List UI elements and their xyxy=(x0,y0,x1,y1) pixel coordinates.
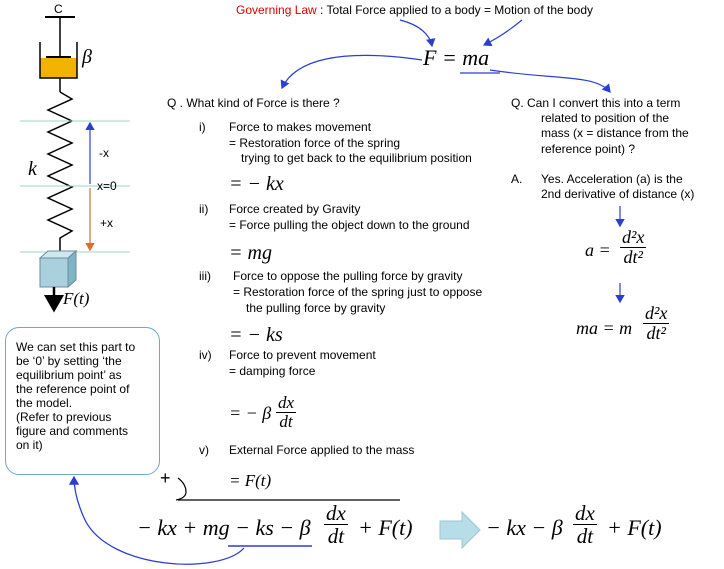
governing-law-text: Total Force applied to a body = Motion o… xyxy=(326,3,594,17)
item3-line1: Force to oppose the pulling force by gra… xyxy=(233,269,463,283)
governing-law-line: Governing Law : Total Force applied to a… xyxy=(236,3,593,17)
answer-line2: 2nd derivative of distance (x) xyxy=(541,187,695,201)
spring-constant-label: k xyxy=(28,158,37,180)
item5-num: v) xyxy=(199,443,209,457)
question2-line2: related to position of the xyxy=(541,111,670,125)
mass-side xyxy=(67,249,77,289)
sum-right-prefix: − kx − β xyxy=(486,515,563,540)
force-fraction-num: d²x xyxy=(643,303,670,324)
neg-x-label: -x xyxy=(99,146,109,160)
answer-line1: Yes. Acceleration (a) is the xyxy=(541,172,683,186)
item3-num: iii) xyxy=(199,269,211,283)
mass-front xyxy=(39,257,69,288)
sum-right-fraction-den: dt xyxy=(576,524,594,549)
arrow-label-to-F xyxy=(399,19,436,48)
item5-line1: External Force applied to the mass xyxy=(229,443,415,457)
item2-num: ii) xyxy=(199,202,209,216)
item4-line2: = damping force xyxy=(229,364,316,378)
item4-num: iv) xyxy=(199,348,212,362)
pos-x-label: +x xyxy=(100,216,114,230)
damping-symbol: β xyxy=(82,46,92,68)
item1-equation: = − kx xyxy=(229,173,284,195)
callout-line: equilibrium point’ as xyxy=(16,368,122,382)
callout-line: on it) xyxy=(16,438,43,452)
item4-fraction-den: dt xyxy=(279,411,293,431)
item4-line1: Force to prevent movement xyxy=(229,348,376,362)
question2-line4: reference point) ? xyxy=(541,142,636,156)
item4-fraction: dx dt xyxy=(276,393,297,432)
force-fraction: d²x dt² xyxy=(643,303,670,344)
sum-right-fraction-num: dx xyxy=(573,501,597,526)
item2-equation: = mg xyxy=(229,242,272,264)
sum-left-fraction-den: dt xyxy=(327,524,345,549)
item2-line2: = Force pulling the object down to the g… xyxy=(229,218,470,232)
item2-line1: Force created by Gravity xyxy=(229,202,361,216)
spring xyxy=(46,91,74,252)
question2-line3: mass (x = distance from the xyxy=(541,126,689,140)
question2-line1: Q. Can I convert this into a term xyxy=(511,96,681,110)
sum-plus: + xyxy=(160,468,171,488)
callout-line: be ‘0’ by setting ‘the xyxy=(16,354,122,368)
sum-right-suffix: + F(t) xyxy=(607,515,662,540)
item1-num: i) xyxy=(199,120,206,134)
callout-line: the model. xyxy=(16,396,73,410)
arrow-F-to-q1 xyxy=(280,54,423,90)
callout-line: (Refer to previous xyxy=(16,410,112,424)
arrow-text-to-ma xyxy=(482,19,523,47)
force-fraction-den: dt² xyxy=(646,322,666,343)
accel-fraction-den: dt² xyxy=(623,246,643,267)
sum-left-prefix: − kx + mg − ks − β xyxy=(137,515,311,540)
item4-equation-prefix: = − β xyxy=(229,403,272,423)
external-force-label: F(t) xyxy=(63,289,90,308)
item1-line2: = Restoration force of the spring xyxy=(229,136,401,150)
sum-left-fraction-num: dx xyxy=(324,501,348,526)
accel-fraction-num: d²x xyxy=(620,227,647,248)
main-equation: F = ma xyxy=(423,45,490,70)
governing-law-sep: : xyxy=(316,3,327,17)
item3-equation: = − ks xyxy=(229,324,283,346)
sum-right-fraction: dx dt xyxy=(573,502,597,548)
item5-equation: = F(t) xyxy=(229,471,272,490)
item4-fraction-num: dx xyxy=(276,393,297,413)
item3-line3: the pulling force by gravity xyxy=(246,301,386,315)
damper-oil xyxy=(40,58,77,78)
sum-left-suffix: + F(t) xyxy=(358,515,413,540)
answer-num: A. xyxy=(511,172,523,186)
item1-line3: trying to get back to the equilibrium po… xyxy=(241,151,472,165)
damper-cylinder xyxy=(39,42,78,79)
sum-bracket xyxy=(175,477,187,501)
simplify-arrow xyxy=(439,510,481,550)
force-eq-lhs: ma = m xyxy=(576,318,633,338)
ceiling-label: C xyxy=(54,2,63,16)
governing-law-label: Governing Law xyxy=(236,3,317,17)
callout-line: We can set this part to xyxy=(16,340,136,354)
accel-eq-lhs: a = xyxy=(585,240,611,260)
sum-left-fraction: dx dt xyxy=(324,502,348,548)
callout-line: the reference point of xyxy=(16,382,130,396)
item1-line1: Force to makes movement xyxy=(229,120,372,134)
item3-line2: = Restoration force of the spring just t… xyxy=(233,285,483,299)
accel-fraction: d²x dt² xyxy=(620,227,647,268)
callout-line: figure and comments xyxy=(16,424,129,438)
arrow-to-callout xyxy=(68,475,245,565)
reference-point-callout: We can set this part to be ‘0’ by settin… xyxy=(5,327,160,475)
question1-title: Q . What kind of Force is there ? xyxy=(167,96,340,110)
arrow-ma-to-q2 xyxy=(489,69,611,93)
zero-label: x=0 xyxy=(97,179,117,193)
